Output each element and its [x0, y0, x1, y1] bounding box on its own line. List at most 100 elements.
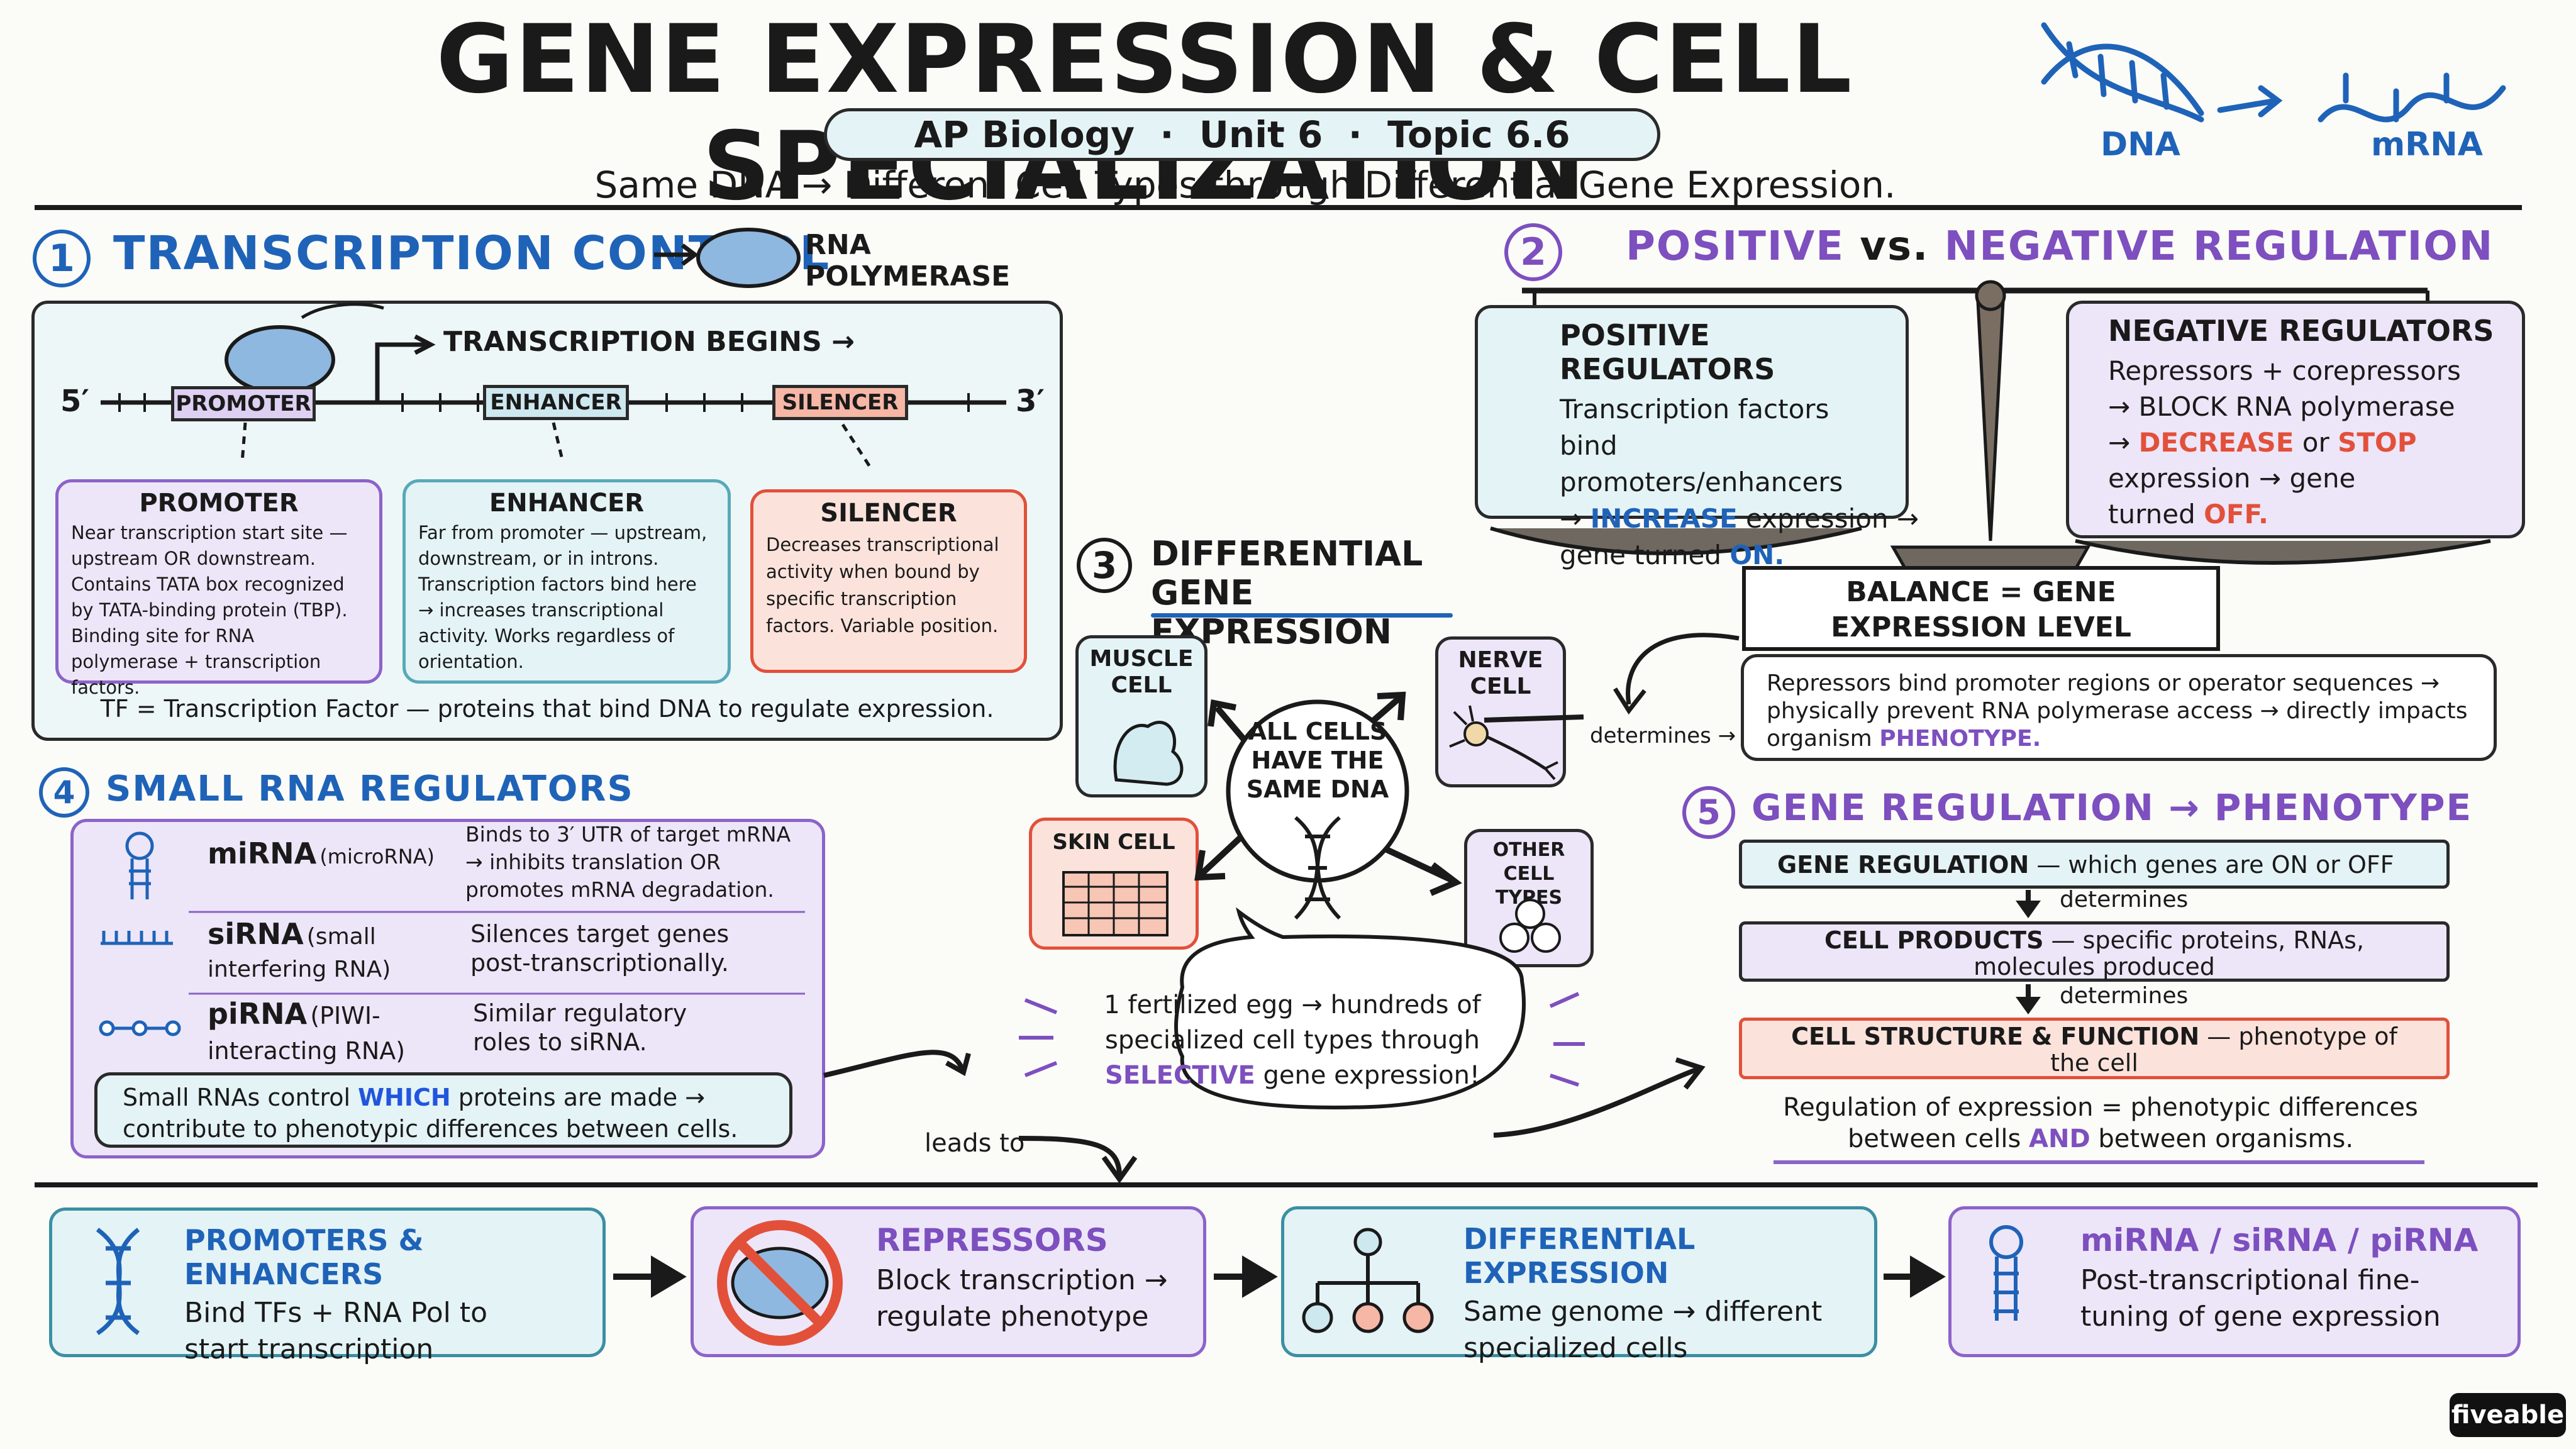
negative-regulators-title: NEGATIVE REGULATORS	[2108, 314, 2494, 348]
section1-title: TRANSCRIPTION CONTROL	[113, 226, 831, 280]
pirna-name: piRNA	[208, 997, 308, 1031]
step3-title: CELL STRUCTURE & FUNCTION	[1791, 1023, 2200, 1050]
step-gene-regulation: GENE REGULATION — which genes are ON or …	[1739, 840, 2450, 889]
same-dna-label: ALL CELLS HAVE THE SAME DNA	[1246, 718, 1389, 803]
skin-cell-card: SKIN CELL	[1029, 818, 1199, 950]
step1-title: GENE REGULATION	[1777, 851, 2029, 879]
summary-card-promoters: PROMOTERS & ENHANCERS Bind TFs + RNA Pol…	[49, 1208, 606, 1365]
subtitle-pill: AP Biology · Unit 6 · Topic 6.6	[824, 108, 1660, 161]
positive-line4-text: gene turned	[1560, 540, 1722, 570]
mirna-full: (microRNA)	[319, 845, 435, 869]
silencer-card-text: Decreases transcriptional activity when …	[766, 534, 999, 636]
section3-underline	[1151, 613, 1453, 618]
determines-label: determines →	[1590, 723, 1736, 748]
promoter-card-title: PROMOTER	[139, 489, 299, 518]
section3-title: DIFFERENTIAL GENE EXPRESSION	[1151, 534, 1423, 652]
phenotype-footer-a: Regulation of expression = phenotypic di…	[1783, 1093, 2418, 1153]
dna-label: DNA	[2101, 126, 2180, 164]
sirna-name: siRNA	[208, 917, 304, 951]
negative-line1: Repressors + corepressors	[2108, 355, 2461, 386]
summary-card-promoters-title: PROMOTERS & ENHANCERS	[184, 1223, 424, 1291]
positive-line2: bind promoters/enhancers	[1560, 430, 1843, 497]
enhancer-card-title: ENHANCER	[489, 489, 645, 518]
summary-card-differential: DIFFERENTIAL EXPRESSION Same genome → di…	[1281, 1206, 1877, 1364]
header-divider	[35, 205, 2522, 210]
summary-card-small-rna-text: Post-transcriptional fine-tuning of gene…	[2080, 1264, 2441, 1333]
silencer-tag: SILENCER	[772, 385, 908, 420]
muscle-cell-label: MUSCLE CELL	[1089, 646, 1194, 698]
nerve-cell-card: NERVE CELL	[1435, 636, 1566, 787]
summary-card-differential-title: DIFFERENTIAL EXPRESSION	[1463, 1222, 1696, 1290]
negative-off: OFF.	[2204, 499, 2268, 530]
section2-number: 2	[1504, 223, 1562, 281]
speech-bubble-text-a: 1 fertilized egg → hundreds of specializ…	[1104, 991, 1481, 1055]
positive-line4: gene turned ON.	[1560, 537, 1893, 574]
phenotype-footer-and: AND	[2029, 1124, 2090, 1153]
mirna-name: miRNA	[208, 836, 317, 870]
pirna-row: piRNA (PIWI-interacting RNA)	[208, 999, 434, 1071]
negative-decrease: DECREASE	[2138, 427, 2294, 458]
positive-line3: → INCREASE expression →	[1560, 501, 1919, 537]
leads-to-label: leads to	[924, 1129, 1025, 1158]
other-cell-types-label: OTHER CELL TYPES	[1492, 839, 1565, 909]
negative-line3: → DECREASE or STOP	[2108, 425, 2509, 460]
positive-line1: Transcription factors	[1560, 394, 1829, 425]
positive-line3-tail: expression →	[1746, 503, 1919, 534]
step2-desc: — specific proteins, RNAs, molecules pro…	[1974, 926, 2365, 980]
other-cell-types-card: OTHER CELL TYPES	[1464, 829, 1594, 967]
positive-line3-arrow: →	[1560, 503, 1582, 534]
phenotype-footer: Regulation of expression = phenotypic di…	[1761, 1092, 2440, 1155]
mirna-desc: Binds to 3′ UTR of target mRNA → inhibit…	[465, 822, 791, 902]
nerve-cell-label: NERVE CELL	[1458, 647, 1543, 699]
mirna-row: miRNA (microRNA)	[208, 836, 472, 870]
pirna-full: (PIWI-interacting RNA)	[208, 1002, 406, 1065]
skin-cell-label: SKIN CELL	[1052, 830, 1175, 855]
silencer-card: SILENCER Decreases transcriptional activ…	[750, 489, 1027, 673]
sirna-desc: Silences target genes post-transcription…	[470, 920, 730, 977]
section2-title-vs: vs.	[1860, 223, 1929, 270]
promoter-card-text: Near transcription start site — upstream…	[71, 522, 348, 698]
promoter-card: PROMOTER Near transcription start site —…	[55, 479, 382, 698]
negative-line5: turned OFF.	[2108, 496, 2509, 532]
section4-number: 4	[39, 767, 89, 818]
enhancer-card: ENHANCER Far from promoter — upstream, d…	[402, 479, 731, 684]
speech-bubble-selective: SELECTIVE	[1105, 1061, 1255, 1090]
repressor-note-text: Repressors bind promoter regions or oper…	[1767, 670, 2468, 752]
section5-title: GENE REGULATION → PHENOTYPE	[1752, 786, 2473, 829]
negative-line4: expression → gene	[2108, 463, 2356, 494]
balance-label: BALANCE = GENE EXPRESSION LEVEL	[1742, 566, 2220, 651]
muscle-cell-card: MUSCLE CELL	[1075, 635, 1208, 797]
repressor-note-phenotype: PHENOTYPE.	[1879, 726, 2041, 752]
section2-title-positive: POSITIVE	[1626, 223, 1845, 270]
tf-footnote: TF = Transcription Factor — proteins tha…	[100, 695, 994, 723]
silencer-card-title: SILENCER	[820, 499, 957, 528]
step1-desc: — which genes are ON or OFF	[2036, 851, 2394, 879]
step-cell-structure: CELL STRUCTURE & FUNCTION — phenotype of…	[1739, 1018, 2450, 1079]
five-prime-label: 5′	[60, 384, 90, 419]
rna-polymerase-label: RNA POLYMERASE	[805, 229, 1011, 292]
enhancer-tag: ENHANCER	[483, 385, 629, 420]
enhancer-card-text: Far from promoter — upstream, downstream…	[418, 522, 708, 672]
small-rna-summary: Small RNAs control WHICH proteins are ma…	[94, 1072, 792, 1148]
section2-title-negative: NEGATIVE REGULATION	[1944, 223, 2494, 270]
transcription-begins-label: TRANSCRIPTION BEGINS →	[443, 326, 855, 358]
positive-regulators-card: POSITIVE REGULATORS Transcription factor…	[1475, 305, 1919, 570]
summary-text-c: proteins are made → contribute to phenot…	[123, 1084, 738, 1143]
promoter-tag: PROMOTER	[171, 386, 316, 421]
step2-title: CELL PRODUCTS	[1824, 926, 2044, 954]
section4-title: SMALL RNA REGULATORS	[106, 769, 634, 809]
summary-which: WHICH	[358, 1084, 451, 1111]
negative-stop: STOP	[2338, 427, 2417, 458]
negative-line2: → BLOCK RNA polymerase	[2108, 391, 2455, 422]
repressor-note: Repressors bind promoter regions or oper…	[1741, 654, 2497, 761]
tagline: Same DNA → Different Cell Types through …	[594, 164, 1896, 206]
section2-title: POSITIVE vs. NEGATIVE REGULATION	[1626, 223, 2494, 270]
summary-text-a: Small RNAs control	[123, 1084, 351, 1111]
negative-regulators-card: NEGATIVE REGULATORS Repressors + corepre…	[2066, 301, 2525, 538]
step3-desc: — phenotype of the cell	[2050, 1023, 2397, 1077]
summary-card-differential-text: Same genome → different specialized cell…	[1463, 1296, 1823, 1364]
pirna-desc: Similar regulatory roles to siRNA.	[473, 999, 687, 1056]
section1-number: 1	[33, 230, 91, 287]
summary-card-small-rna-title: miRNA / siRNA / piRNA	[2080, 1222, 2479, 1258]
speech-bubble-text-c: gene expression!	[1263, 1061, 1480, 1090]
